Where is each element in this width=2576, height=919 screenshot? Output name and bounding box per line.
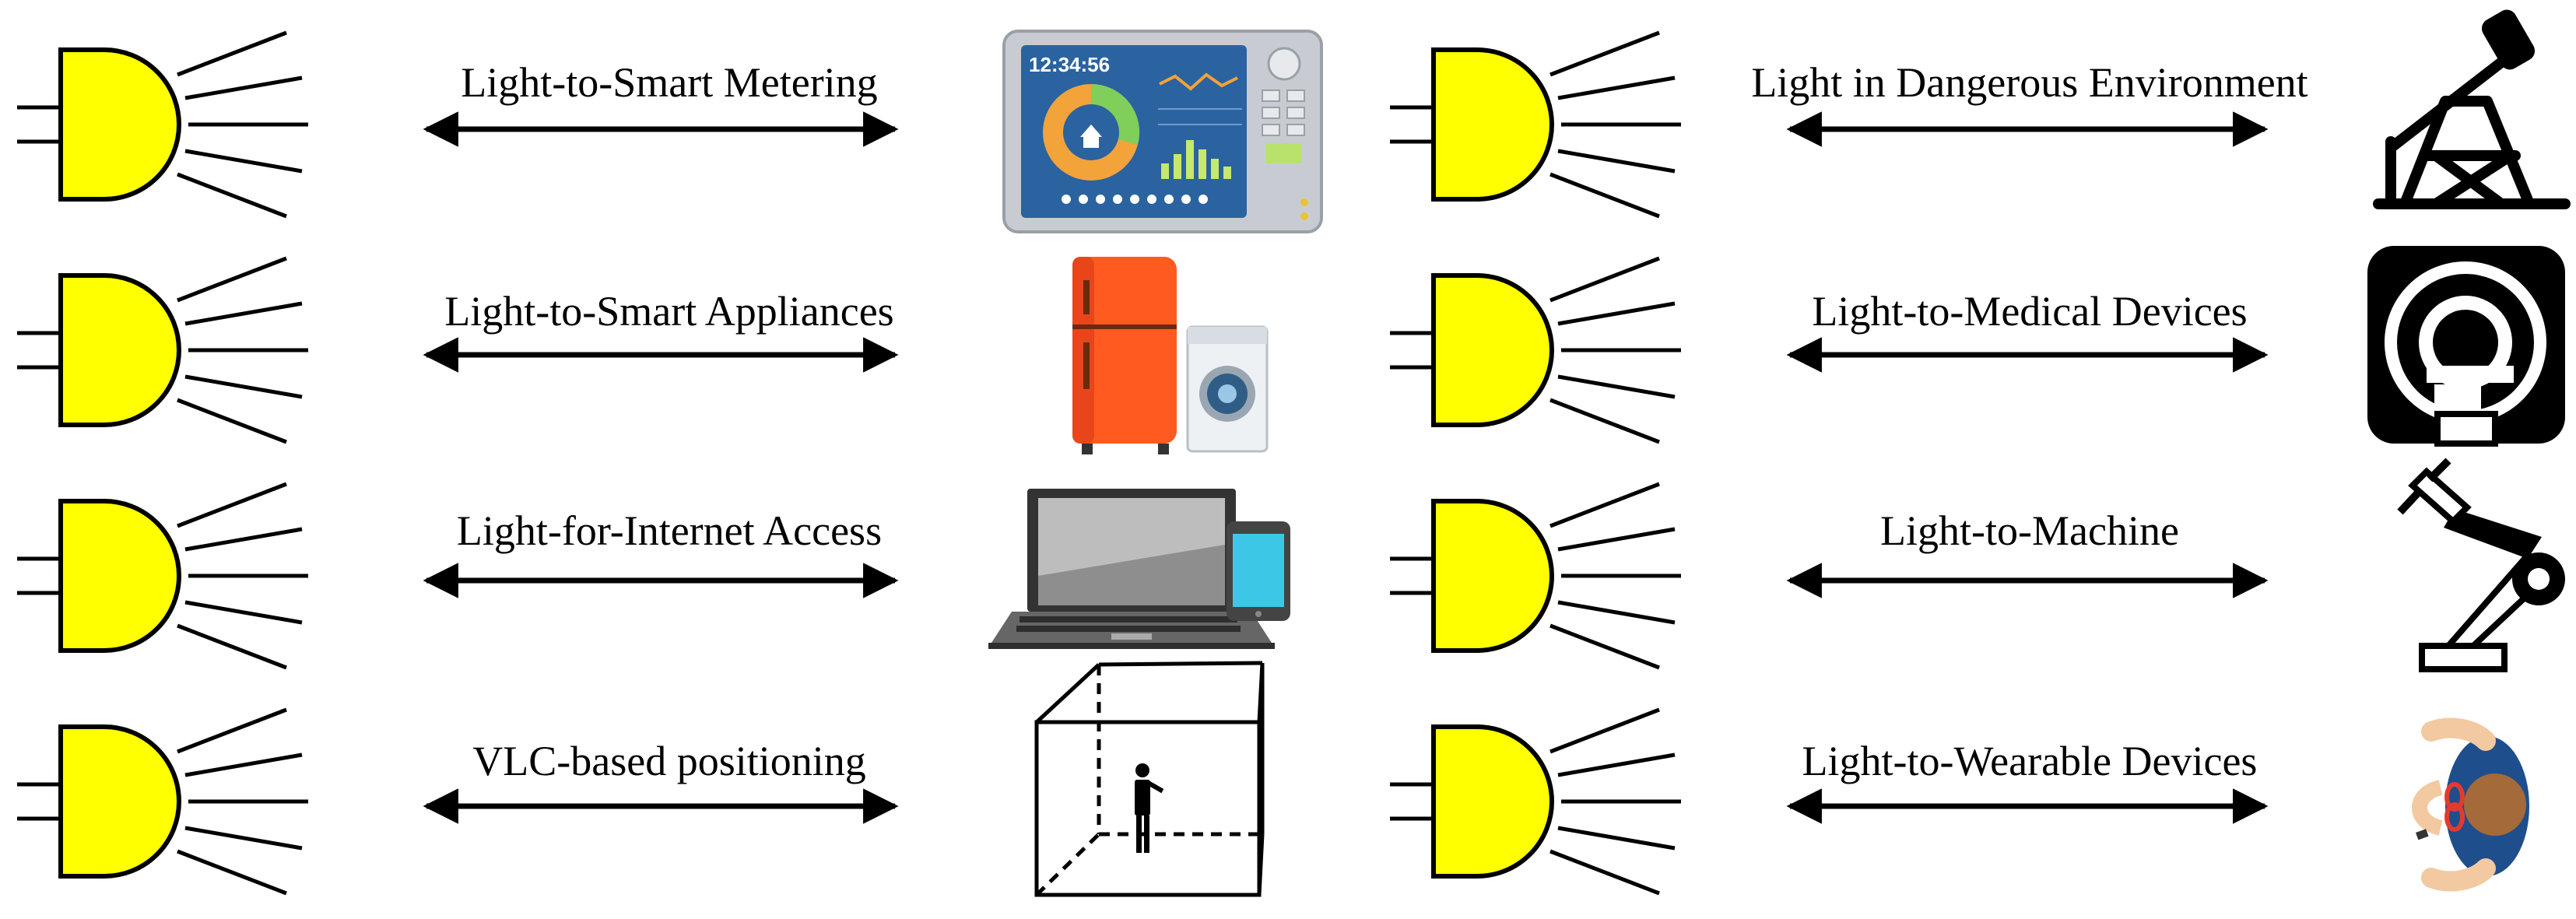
meter-time: 12:34:56 — [1029, 53, 1110, 76]
link-label-smart-appliances: Light-to-Smart Appliances — [444, 288, 893, 335]
mri-scanner-icon — [2367, 246, 2565, 447]
oil-pump-icon — [2373, 9, 2571, 209]
link-label-wearable-devices: Light-to-Wearable Devices — [1802, 738, 2258, 784]
led-emitter-icon — [1390, 30, 1681, 219]
link-label-dangerous-env: Light in Dangerous Environment — [1751, 59, 2308, 106]
laptop-phone-icon — [988, 489, 1290, 649]
wearable-person-icon — [2412, 717, 2529, 892]
smart-appliances-icon — [1072, 257, 1269, 454]
led-emitter-icon — [17, 30, 308, 219]
link-label-internet-access: Light-for-Internet Access — [457, 507, 882, 554]
positioning-room-icon — [1034, 661, 1265, 897]
led-emitter-icon — [17, 256, 308, 444]
led-emitter-icon — [17, 707, 308, 896]
link-label-medical-devices: Light-to-Medical Devices — [1812, 288, 2247, 335]
led-emitter-icon — [1390, 707, 1681, 896]
link-label-vlc-positioning: VLC-based positioning — [472, 738, 865, 784]
led-emitter-icon — [1390, 482, 1681, 670]
smart-meter-icon: 12:34:56 — [1002, 30, 1323, 233]
led-emitter-icon — [17, 482, 308, 670]
link-label-machine: Light-to-Machine — [1880, 507, 2179, 554]
link-label-smart-metering: Light-to-Smart Metering — [461, 59, 877, 106]
led-emitter-icon — [1390, 256, 1681, 444]
robot-arm-icon — [2397, 458, 2565, 672]
